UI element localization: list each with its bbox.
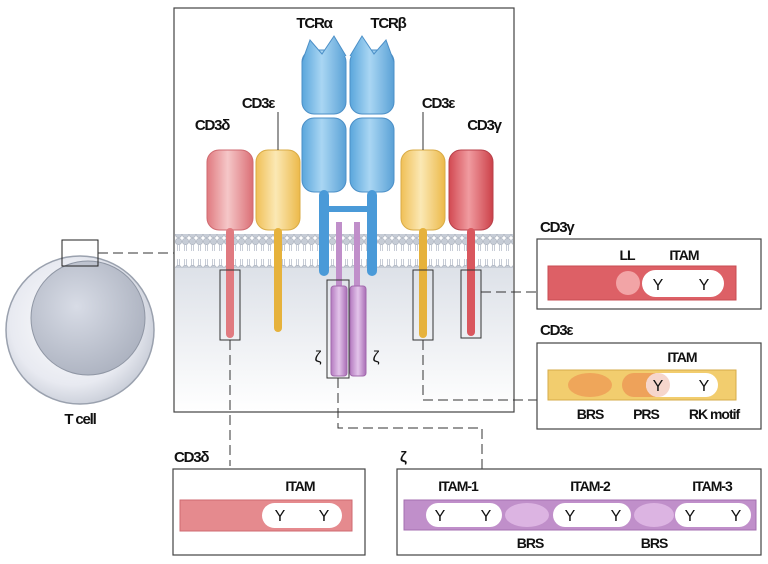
- zeta-itam2-label: ITAM-2: [570, 478, 611, 494]
- cd3-gamma-y2: Y: [699, 277, 710, 294]
- cd3-delta-label: CD3δ: [195, 117, 230, 134]
- zeta-itam1-y1: Y: [435, 508, 446, 525]
- zeta-brs1-label: BRS: [517, 535, 544, 551]
- zeta-itam2-pill: [553, 503, 631, 527]
- zeta-right-label: ζ: [372, 349, 379, 366]
- cd3-delta-y1: Y: [275, 508, 286, 525]
- cd3-gamma-label: CD3γ: [467, 117, 502, 134]
- cd3-delta-y2: Y: [319, 508, 330, 525]
- t-cell: T cell: [5, 239, 176, 428]
- cd3-delta-chain: CD3δ: [195, 117, 254, 341]
- zeta-panel: ζ ITAM-1 ITAM-2 ITAM-3 Y Y Y Y Y Y BRS B…: [396, 449, 762, 556]
- cd3-epsilon-y2: Y: [699, 378, 710, 395]
- cd3-gamma-panel: CD3γ LL ITAM Y Y: [536, 219, 762, 310]
- zeta-brs-2: [634, 503, 674, 527]
- cd3-gamma-ll-label: LL: [619, 247, 636, 263]
- tcr-beta-tm: [367, 190, 377, 276]
- cd3-gamma-chain: CD3γ: [448, 117, 504, 339]
- cd3-delta-itam-label: ITAM: [285, 478, 315, 494]
- zeta-left-label: ζ: [314, 349, 321, 366]
- zeta-itam2-y1: Y: [565, 508, 576, 525]
- cd3-gamma-y1: Y: [653, 277, 664, 294]
- tcr-alpha-label: TCRα: [296, 15, 333, 32]
- cd3-epsilon-prs-label: PRS: [633, 406, 659, 422]
- cd3-gamma-ectodomain: [448, 149, 494, 231]
- tcr-beta-chain: TCRβ: [349, 15, 408, 276]
- cd3-epsilon-itam-label: ITAM: [667, 349, 697, 365]
- zeta-itam3-y1: Y: [685, 508, 696, 525]
- cd3-delta-tm: [226, 228, 234, 338]
- zeta-itam3-pill: [675, 503, 751, 527]
- cd3-epsilon-right-chain: CD3ε: [400, 95, 456, 341]
- tcr-alpha-c-domain: [301, 117, 347, 193]
- t-cell-label: T cell: [64, 411, 96, 428]
- zeta-itam1-pill: [426, 503, 502, 527]
- tcr-beta-c-domain: [349, 117, 395, 193]
- cd3-epsilon-right-tm: [419, 228, 427, 338]
- cd3-epsilon-left-tm: [274, 228, 282, 332]
- cd3-delta-ectodomain: [206, 149, 254, 231]
- zeta-right-tail: [349, 285, 367, 377]
- cd3-delta-panel: CD3δ ITAM Y Y: [172, 449, 366, 556]
- cd3-epsilon-panel: CD3ε ITAM Y Y BRS PRS RK motif: [536, 322, 762, 430]
- cd3-epsilon-itam-overlap: [646, 373, 670, 397]
- cd3-gamma-tm: [467, 228, 475, 336]
- tcr-complex-panel: TCRα TCRβ CD3δ CD3ε: [173, 7, 515, 413]
- cd3-epsilon-rk-label: RK motif: [689, 406, 741, 422]
- plasma-membrane: [175, 234, 513, 268]
- cd3-epsilon-left-chain: CD3ε: [242, 95, 301, 332]
- tcr-disulfide-bridge: [324, 206, 372, 212]
- cd3-epsilon-panel-title: CD3ε: [540, 322, 573, 339]
- zeta-homodimer: ζ ζ: [314, 222, 380, 379]
- cd3-gamma-itam-label: ITAM: [669, 247, 699, 263]
- tcr-beta-label: TCRβ: [370, 15, 406, 32]
- zeta-itam3-label: ITAM-3: [692, 478, 733, 494]
- cd3-gamma-itam-pill: [642, 270, 724, 297]
- zeta-brs2-label: BRS: [641, 535, 668, 551]
- zeta-itam1-y2: Y: [481, 508, 492, 525]
- zeta-itam3-y2: Y: [731, 508, 742, 525]
- cd3-epsilon-right-label: CD3ε: [422, 95, 455, 112]
- zeta-left-tail: [330, 285, 348, 377]
- connectors: [229, 291, 544, 470]
- cd3-epsilon-left-label: CD3ε: [242, 95, 275, 112]
- cd3-gamma-itam-box: [460, 269, 482, 339]
- t-cell-nucleus: [30, 260, 146, 376]
- cd3-delta-panel-title: CD3δ: [174, 449, 209, 466]
- zeta-itam2-y2: Y: [611, 508, 622, 525]
- cd3-gamma-panel-title: CD3γ: [540, 219, 575, 236]
- cd3-epsilon-y1: Y: [653, 378, 664, 395]
- tcr-alpha-chain: TCRα: [296, 15, 347, 276]
- cd3-epsilon-right-ectodomain: [400, 149, 446, 231]
- tcr-beta-v-domain: [349, 49, 395, 115]
- tcr-alpha-tm: [319, 190, 329, 276]
- zeta-brs-1: [505, 503, 549, 527]
- cd3-epsilon-left-ectodomain: [255, 149, 301, 231]
- cd3-epsilon-brs-label: BRS: [577, 406, 604, 422]
- zeta-right-tm: [354, 222, 360, 292]
- zeta-left-tm: [336, 222, 342, 292]
- tcr-alpha-v-domain: [301, 49, 347, 115]
- cd3-epsilon-brs: [568, 373, 612, 397]
- zeta-panel-title: ζ: [400, 449, 407, 466]
- zeta-itam1-label: ITAM-1: [438, 478, 479, 494]
- cd3-gamma-ll-motif: [616, 271, 640, 295]
- cd3-delta-itam-pill: [262, 503, 342, 528]
